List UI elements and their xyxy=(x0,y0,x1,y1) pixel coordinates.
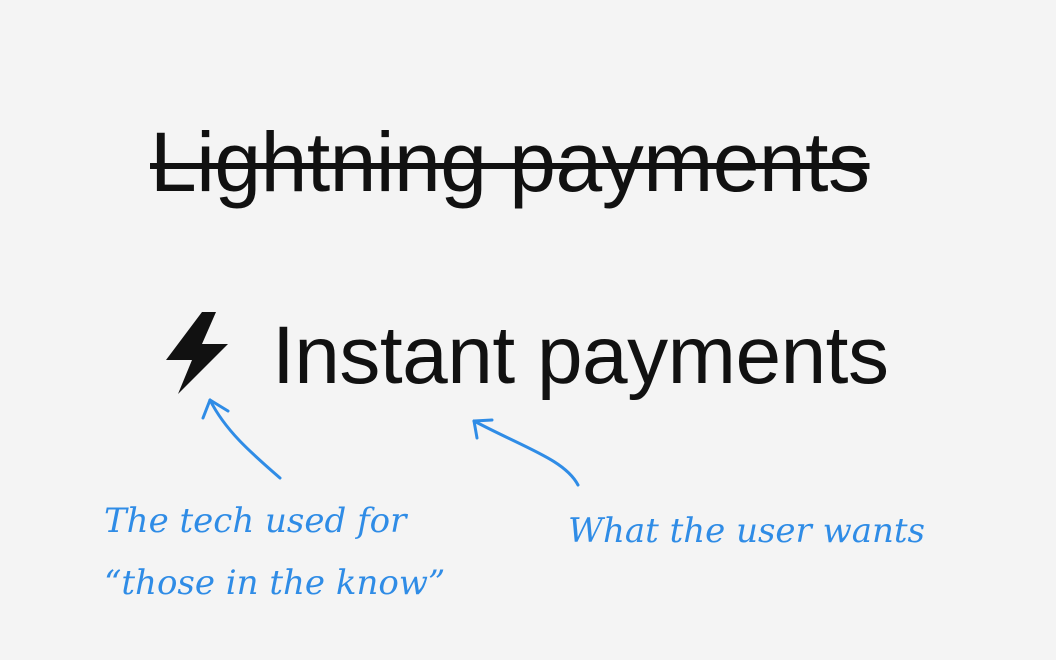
arrow-to-bolt xyxy=(208,398,282,480)
arrow-to-heading xyxy=(472,419,580,487)
annotation-user: What the user wants xyxy=(568,511,925,551)
new-heading: Instant payments xyxy=(272,310,889,401)
crossed-out-heading: Lightning payments xyxy=(150,115,870,209)
annotation-tech-line1: The tech used for xyxy=(104,501,407,541)
lightning-bolt-icon xyxy=(166,312,228,394)
arrowhead-bolt xyxy=(201,398,230,420)
annotation-tech: The tech used for “those in the know” xyxy=(104,490,446,614)
annotation-tech-line2: “those in the know” xyxy=(104,563,446,603)
arrowhead-heading xyxy=(472,418,494,440)
